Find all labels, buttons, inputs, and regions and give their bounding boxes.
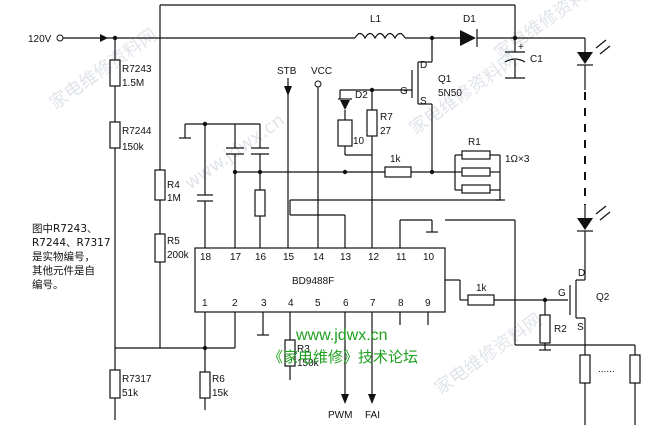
r5-name: R5 — [167, 236, 180, 247]
resistor-string-b — [629, 354, 641, 384]
ic-pin: 9 — [425, 298, 431, 309]
r7244-name: R7244 — [122, 126, 152, 137]
r1k-gate-value: 1k — [476, 283, 488, 294]
led-dots: ...... — [598, 364, 615, 375]
input-terminal — [56, 34, 64, 42]
q1-g-pin: G — [400, 86, 408, 97]
q1-s-pin: S — [420, 96, 427, 107]
ic-pin: 13 — [340, 252, 352, 263]
ic-pin: 6 — [343, 298, 349, 309]
ic-pin: 16 — [255, 252, 267, 263]
ic-pin: 7 — [370, 298, 376, 309]
q2-name: Q2 — [596, 292, 610, 303]
resistor-1k-gate — [467, 294, 495, 306]
q1-part: 5N50 — [438, 88, 462, 99]
r7317-value: 51k — [122, 388, 139, 399]
q2-g-pin: G — [558, 288, 566, 299]
ic-pin: 10 — [423, 252, 435, 263]
c1-plus: + — [518, 42, 524, 53]
r7243-name: R7243 — [122, 64, 152, 75]
resistor-r10 — [337, 119, 353, 147]
ic-bottom-pins: 1 2 3 4 5 6 7 8 9 — [202, 298, 431, 309]
vcc-label: VCC — [311, 66, 332, 77]
r1k-top-value: 1k — [390, 154, 402, 165]
r1-name: R1 — [468, 137, 481, 148]
r7-value: 27 — [380, 126, 392, 137]
ic-pin: 11 — [396, 252, 407, 263]
resistor-1k-sense — [384, 166, 412, 178]
resistor-r1-b — [461, 167, 491, 177]
note-line-3: 是实物编号， — [32, 250, 95, 263]
d1-label: D1 — [463, 14, 476, 25]
resistor-r7317 — [109, 369, 121, 399]
ic-pin: 3 — [261, 298, 267, 309]
diode-d2-icon — [340, 100, 350, 110]
r7244-value: 150k — [122, 142, 145, 153]
ic-pin: 4 — [288, 298, 294, 309]
resistor-r5 — [154, 233, 166, 263]
stb-arrow-icon — [284, 86, 292, 96]
resistor-r6 — [199, 371, 211, 399]
r4-name: R4 — [167, 180, 180, 191]
led-top-icon — [577, 52, 593, 64]
stb-label: STB — [277, 66, 297, 77]
resistor-string-a — [579, 354, 591, 384]
r1-value: 1Ω×3 — [505, 154, 530, 165]
resistor-r1-a — [461, 150, 491, 160]
r7-name: R7 — [380, 112, 393, 123]
resistor-r4 — [154, 169, 166, 201]
c1-label: C1 — [530, 54, 543, 65]
r10-value: 10 — [353, 136, 365, 147]
diode-d1-icon — [460, 30, 476, 46]
ic-pin: 2 — [232, 298, 238, 309]
ic-pin: 1 — [202, 298, 208, 309]
r4-value: 1M — [167, 193, 181, 204]
r7317-name: R7317 — [122, 374, 152, 385]
ic-top-pins: 18 17 16 15 14 13 12 11 10 — [200, 252, 435, 263]
r2-name: R2 — [554, 324, 567, 335]
forum-watermark: 《家电维修》技术论坛 — [268, 348, 418, 366]
ic-pin: 17 — [230, 252, 242, 263]
l1-label: L1 — [370, 14, 382, 25]
r5-value: 200k — [167, 250, 190, 261]
ic-pin: 14 — [313, 252, 325, 263]
r6-value: 15k — [212, 388, 229, 399]
resistor-pin16 — [254, 189, 266, 217]
ic-name: BD9488F — [292, 276, 334, 287]
resistor-r7244 — [109, 121, 121, 149]
ic-pin: 18 — [200, 252, 212, 263]
note-line-4: 其他元件是自 — [32, 264, 95, 277]
note-line-2: R7244、R7317 — [32, 237, 111, 249]
r3-value: 150k — [297, 358, 320, 369]
ic-pin: 15 — [283, 252, 295, 263]
input-voltage-label: 120V — [28, 34, 52, 45]
pwm-arrow-icon — [341, 394, 349, 404]
note-line-5: 编号。 — [32, 278, 64, 291]
faint-watermark-4: 家电维修资料网 — [431, 310, 546, 399]
led-bottom-icon — [577, 218, 593, 230]
note-line-1: 图中R7243、 — [32, 222, 98, 235]
r3-name: R3 — [297, 344, 310, 355]
vcc-terminal — [314, 80, 322, 88]
capacitor-c1 — [504, 58, 526, 63]
r6-name: R6 — [212, 374, 225, 385]
q2-s-pin: S — [577, 322, 584, 333]
r7243-value: 1.5M — [122, 78, 144, 89]
pwm-label: PWM — [328, 410, 352, 421]
q1-name: Q1 — [438, 74, 452, 85]
fai-label: FAI — [365, 410, 380, 421]
resistor-r7 — [366, 109, 378, 137]
component-note: 图中R7243、 R7244、R7317 是实物编号， 其他元件是自 编号。 — [32, 222, 111, 291]
site-watermark: www.jdwx.cn — [295, 327, 388, 344]
q2-d-pin: D — [578, 268, 585, 279]
fai-arrow-icon — [368, 394, 376, 404]
q1-d-pin: D — [420, 60, 427, 71]
inductor-l1 — [354, 32, 406, 40]
d2-label: D2 — [355, 90, 368, 101]
ic-pin: 8 — [398, 298, 404, 309]
ic-pin: 5 — [315, 298, 321, 309]
resistor-r1-c — [461, 184, 491, 194]
ic-pin: 12 — [368, 252, 380, 263]
